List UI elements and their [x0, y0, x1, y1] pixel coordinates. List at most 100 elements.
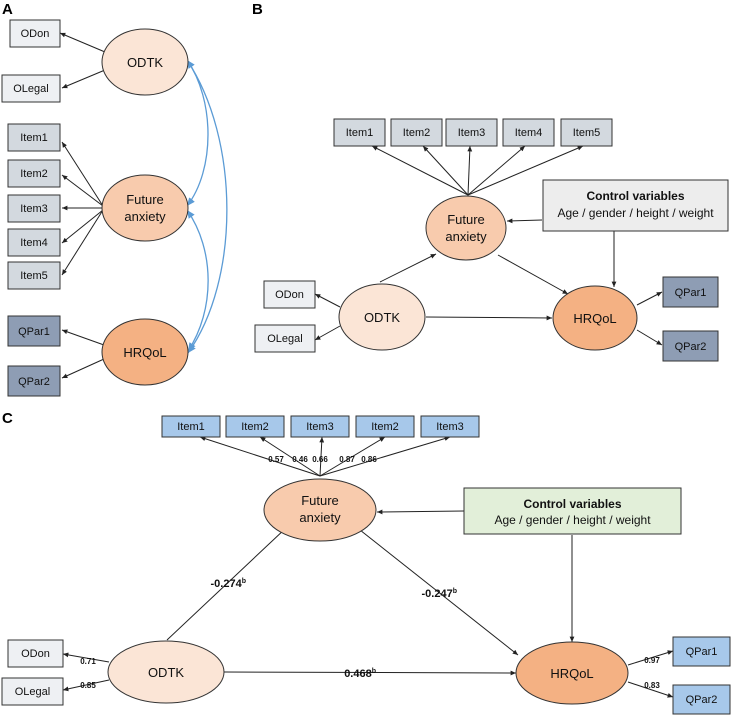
parcel-box — [672, 636, 731, 667]
panel-a-anxiety-items: Item1 Item2 Item3 Item4 Item5 — [7, 123, 61, 290]
indicator-box — [263, 280, 316, 309]
latent-anxiety-label-2: anxiety — [299, 510, 341, 525]
item-label: Item1 — [177, 421, 205, 433]
panel-a-odtk-indicators: ODon OLegal — [1, 19, 61, 103]
panel-b: B Item1 Item2 Item3 Item4 — [252, 1, 729, 362]
item-label: Item2 — [20, 168, 48, 180]
item-box — [7, 228, 61, 257]
latent-hrqol-label: HRQoL — [123, 345, 166, 360]
item-label: Item4 — [20, 237, 48, 249]
item-box — [7, 123, 61, 152]
latent-odtk — [338, 283, 426, 351]
item-box — [355, 415, 415, 438]
control-subtitle: Age / gender / height / weight — [557, 206, 714, 220]
latent-anxiety-label-1: Future — [301, 493, 339, 508]
item-box — [290, 415, 350, 438]
item-label: Item4 — [515, 127, 543, 139]
loading-label: 0.57 — [268, 455, 284, 464]
indicator-box — [7, 639, 64, 668]
item-label: Item2 — [371, 421, 399, 433]
loading-label: 0.85 — [80, 681, 96, 690]
item-label: Item2 — [241, 421, 269, 433]
parcel-box — [662, 276, 719, 308]
panel-b-anxiety-items: Item1 Item2 Item3 Item4 Item5 — [333, 118, 613, 147]
item-label: Item3 — [306, 421, 334, 433]
item-box — [420, 415, 480, 438]
loading-label: 0.86 — [361, 455, 377, 464]
latent-odtk-label: ODTK — [127, 55, 163, 70]
control-variables-box — [463, 487, 682, 535]
control-title: Control variables — [586, 189, 684, 203]
item-box — [390, 118, 443, 147]
latent-odtk — [101, 28, 189, 96]
indicator-label: OLegal — [267, 333, 302, 345]
latent-hrqol-label: HRQoL — [573, 311, 616, 326]
indicator-box — [254, 324, 316, 353]
item-label: Item3 — [436, 421, 464, 433]
panel-a: A ODon OLegal Item1 — [1, 1, 228, 397]
indicator-label: OLegal — [13, 83, 48, 95]
panel-b-hrqol-parcels: QPar1 QPar2 — [662, 276, 719, 362]
item-box — [502, 118, 555, 147]
latent-future-anxiety — [425, 195, 507, 261]
parcel-box — [662, 330, 719, 362]
item-box — [445, 118, 498, 147]
panel-c-hrqol-parcels: QPar1 QPar2 0.97 0.83 — [644, 636, 731, 715]
loading-label: 0.83 — [644, 681, 660, 690]
parcel-label: QPar2 — [18, 376, 50, 388]
loading-label: 0.66 — [312, 455, 328, 464]
item-label: Item1 — [346, 127, 374, 139]
item-label: Item5 — [20, 270, 48, 282]
panel-c-path-coefficients: -0.274b -0.247b 0.468b — [211, 578, 457, 680]
latent-anxiety-label-1: Future — [126, 192, 164, 207]
indicator-label: OLegal — [15, 686, 50, 698]
loading-label: 0.97 — [644, 656, 660, 665]
path-coef-odtk-anxiety: -0.274b — [211, 578, 246, 590]
latent-hrqol — [515, 641, 629, 705]
panel-a-label: A — [2, 1, 13, 18]
indicator-label: ODon — [275, 289, 304, 301]
latent-odtk-label: ODTK — [148, 665, 184, 680]
latent-hrqol — [101, 318, 189, 386]
item-label: Item5 — [573, 127, 601, 139]
indicator-box — [1, 74, 61, 103]
indicator-label: ODon — [21, 28, 50, 40]
item-label: Item3 — [20, 203, 48, 215]
latent-odtk — [107, 640, 225, 704]
latent-anxiety-label-1: Future — [447, 212, 485, 227]
panel-b-odtk-indicators: ODon OLegal — [254, 280, 316, 353]
path-coef-odtk-hrqol: 0.468b — [344, 668, 376, 680]
latent-future-anxiety — [263, 478, 377, 542]
item-box — [560, 118, 613, 147]
item-label: Item1 — [20, 132, 48, 144]
control-title: Control variables — [523, 497, 621, 511]
latent-hrqol-label: HRQoL — [550, 666, 593, 681]
panel-b-label: B — [252, 1, 263, 18]
parcel-label: QPar2 — [675, 341, 707, 353]
latent-anxiety-label-2: anxiety — [445, 229, 487, 244]
panel-c-item-loadings: 0.57 0.46 0.66 0.87 0.86 — [268, 455, 377, 464]
loading-label: 0.71 — [80, 657, 96, 666]
item-box — [161, 415, 221, 438]
parcel-label: QPar1 — [675, 287, 707, 299]
item-box — [225, 415, 285, 438]
panel-c-odtk-indicators: ODon OLegal 0.71 0.85 — [1, 639, 96, 706]
parcel-box — [7, 365, 61, 397]
loading-label: 0.87 — [339, 455, 355, 464]
panel-c-label: C — [2, 410, 13, 427]
latent-odtk-label: ODTK — [364, 310, 400, 325]
item-label: Item3 — [458, 127, 486, 139]
parcel-box — [672, 684, 731, 715]
control-variables-box — [542, 179, 729, 232]
parcel-label: QPar1 — [18, 326, 50, 338]
item-label: Item2 — [403, 127, 431, 139]
parcel-box — [7, 315, 61, 347]
item-box — [7, 194, 61, 223]
parcel-label: QPar2 — [686, 694, 718, 706]
item-box — [7, 261, 61, 290]
indicator-box — [1, 677, 64, 706]
parcel-label: QPar1 — [686, 646, 718, 658]
item-box — [7, 159, 61, 188]
panel-c: C Item1 Item2 Item3 Item2 — [1, 410, 731, 715]
